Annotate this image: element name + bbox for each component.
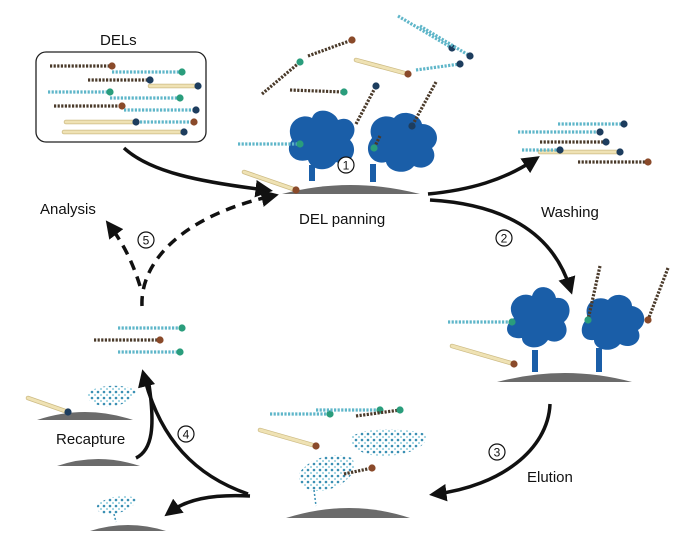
- dna-strand: [50, 62, 116, 70]
- dna-strand: [289, 88, 348, 96]
- dna-strands: [25, 14, 670, 476]
- recaptured-protein: [86, 385, 136, 407]
- arrow-step-3: [429, 403, 552, 502]
- dna-strand: [415, 60, 464, 72]
- recapture-label: Recapture: [56, 431, 125, 448]
- arrow-to-discard: [164, 493, 251, 517]
- dna-strand: [353, 57, 412, 78]
- dna-strand: [448, 318, 516, 326]
- dna-strand: [124, 106, 200, 114]
- washed-protein-right: [581, 294, 645, 372]
- dna-strand: [558, 120, 628, 128]
- arrow-recapture-return: [135, 377, 154, 460]
- discard-surface: [90, 525, 166, 531]
- target-protein-right: [367, 112, 437, 182]
- dna-strand: [61, 128, 188, 136]
- dna-strand: [397, 14, 456, 52]
- dna-strand: [88, 76, 154, 84]
- step-2-marker: 2: [495, 229, 513, 247]
- dna-strand: [238, 140, 304, 148]
- library-strands: [48, 62, 202, 136]
- dna-strand: [419, 24, 474, 60]
- dna-strand: [644, 267, 670, 324]
- dna-strand: [540, 138, 610, 146]
- step-5-number: 5: [143, 234, 150, 248]
- dna-strand: [25, 395, 72, 416]
- denatured-protein-2: [351, 429, 427, 456]
- step-4-marker: 4: [177, 425, 195, 443]
- arrow-step-5-dashed: [140, 189, 279, 307]
- step-1-number: 1: [343, 159, 350, 173]
- dna-strand: [260, 58, 304, 96]
- washed-surface: [497, 373, 632, 382]
- step-1-marker: 1: [337, 156, 355, 174]
- elution-label: Elution: [527, 469, 573, 486]
- dna-strand: [355, 406, 404, 418]
- arrow-to-washing: [427, 156, 540, 196]
- dna-strand: [118, 348, 184, 356]
- washing-label: Washing: [541, 204, 599, 221]
- dna-strand: [408, 81, 438, 130]
- arrow-step-2: [429, 198, 576, 295]
- del-panning-label: DEL panning: [299, 211, 385, 228]
- arrow-library-to-panning: [122, 146, 273, 198]
- dna-strand: [94, 336, 164, 344]
- dna-strand: [110, 94, 184, 102]
- dna-strand: [270, 410, 334, 418]
- dna-strand: [578, 158, 652, 166]
- dna-strand: [518, 128, 604, 136]
- dna-strand: [54, 102, 126, 110]
- dna-strand: [522, 146, 564, 154]
- dna-strand: [449, 343, 518, 368]
- arrow-to-analysis-dashed: [105, 220, 142, 287]
- discarded-protein: [96, 496, 136, 523]
- dna-strand: [118, 324, 186, 332]
- dna-strand: [370, 135, 382, 152]
- dna-strand: [63, 118, 140, 126]
- step-4-number: 4: [183, 428, 190, 442]
- dna-strand: [257, 427, 320, 450]
- recapture-surface-bottom: [57, 459, 140, 466]
- dna-strand: [537, 148, 624, 156]
- dna-strand: [241, 169, 300, 194]
- target-protein-left: [288, 110, 355, 181]
- dna-strand: [48, 88, 114, 96]
- dna-strand: [140, 118, 198, 126]
- del-library-box: [35, 51, 207, 143]
- step-3-number: 3: [494, 446, 501, 460]
- dna-strand: [307, 36, 356, 58]
- step-3-marker: 3: [488, 443, 506, 461]
- recapture-surface-top: [37, 412, 133, 420]
- panning-surface: [282, 185, 420, 194]
- dna-strand: [147, 82, 202, 90]
- dna-strand: [112, 68, 186, 76]
- elution-surface: [286, 508, 410, 518]
- step-2-number: 2: [501, 232, 508, 246]
- dna-strand: [354, 82, 380, 125]
- denatured-protein-1: [299, 455, 355, 507]
- analysis-label: Analysis: [40, 201, 96, 218]
- dna-strand: [584, 265, 602, 324]
- dna-strand: [343, 464, 376, 476]
- arrow-to-recapture: [138, 369, 249, 496]
- step-5-marker: 5: [137, 231, 155, 249]
- dels-label: DELs: [100, 32, 137, 49]
- washed-protein-left: [507, 287, 570, 372]
